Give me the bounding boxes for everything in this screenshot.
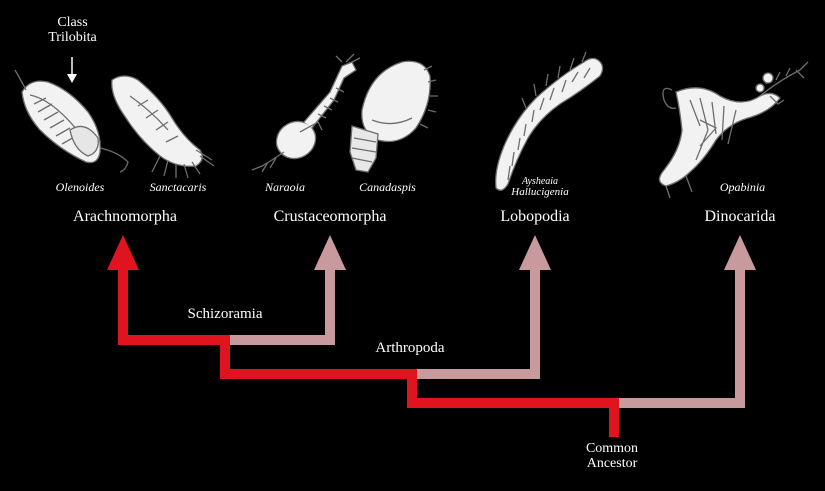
main-lineage	[118, 270, 619, 437]
class-trilobita-line1: Class	[57, 15, 88, 30]
class-trilobita-line2: Trilobita	[48, 30, 97, 45]
dinocarida-branch	[614, 270, 745, 408]
common-ancestor-label: Common Ancestor	[562, 441, 662, 471]
species-olenoides: Olenoides	[55, 180, 105, 194]
dinocarida-arrowhead	[724, 235, 756, 270]
class-trilobita-label: Class Trilobita	[30, 15, 115, 45]
arachnomorpha-arrowhead	[107, 235, 139, 270]
branch-arthropoda: Arthropoda	[375, 340, 445, 356]
crustaceomorpha-branch	[230, 270, 335, 345]
down-arrow-icon	[67, 57, 77, 83]
common-ancestor-line2: Ancestor	[586, 456, 638, 471]
trilobite-icon	[14, 69, 129, 173]
common-ancestor-line1: Common	[585, 441, 639, 456]
species-canadaspis: Canadaspis	[359, 180, 416, 194]
species-opabinia: Opabinia	[719, 180, 766, 194]
group-dinocarida: Dinocarida	[704, 208, 776, 225]
lineage-lines	[118, 270, 745, 437]
species-naraoia: Naraoia	[264, 180, 305, 194]
species-aysheaia-line1: Aysheaia	[521, 176, 559, 187]
canadaspis-icon	[349, 60, 438, 173]
group-lobopodia: Lobopodia	[500, 208, 570, 225]
aysheaia-icon	[495, 51, 604, 191]
species-aysheaia-line2: Hallucigenia	[511, 186, 569, 198]
group-arachnomorpha: Arachnomorpha	[73, 208, 177, 225]
sanctacaris-icon	[111, 75, 215, 179]
lobopodia-arrowhead	[519, 235, 551, 270]
species-sanctacaris: Sanctacaris	[149, 180, 207, 194]
species-aysheaia: Aysheaia Hallucigenia	[490, 176, 590, 198]
group-crustaceomorpha: Crustaceomorpha	[273, 208, 387, 225]
branch-schizoramia: Schizoramia	[187, 306, 263, 322]
opabinia-icon	[658, 61, 809, 199]
crustaceomorpha-arrowhead	[314, 235, 346, 270]
naraoia-icon	[251, 53, 361, 173]
lobopodia-branch	[415, 270, 540, 379]
